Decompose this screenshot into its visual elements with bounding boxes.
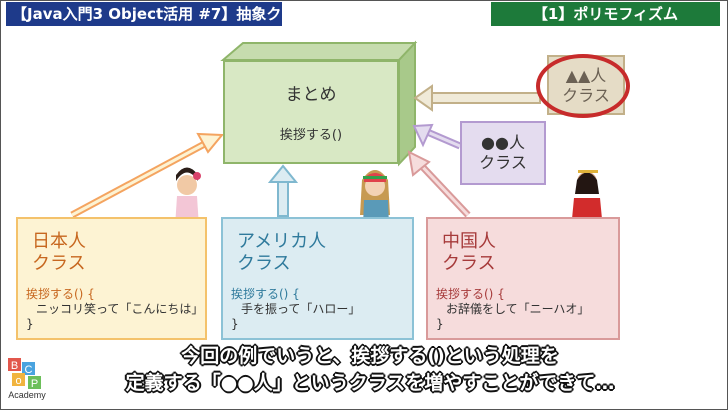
japan-code-line2: ニッコリ笑って「こんにちは」: [36, 302, 204, 316]
dots-class-line2: クラス: [479, 153, 527, 172]
china-class-box: 中国人 クラス 挨拶する() { お辞儀をして「ニーハオ」 }: [426, 217, 620, 340]
logo-icon: B C o P: [8, 358, 41, 390]
arrow-triangle-head: [413, 84, 433, 112]
section-title: 【1】ポリモフィズム: [491, 2, 720, 26]
svg-text:P: P: [31, 378, 38, 390]
arrow-china-inner: [416, 160, 470, 217]
subtitle-line1: 今回の例でいうと、挨拶する()という処理を: [181, 345, 559, 367]
arrow-dots-head: [412, 123, 434, 148]
arrow-japan-inner: [71, 138, 213, 217]
china-class-name-line1: 中国人: [442, 231, 496, 252]
summary-class-box: まとめ 挨拶する(): [223, 60, 399, 164]
america-code-line2: 手を振って「ハロー」: [241, 302, 361, 316]
arrow-dots-inner: [424, 129, 461, 148]
svg-text:C: C: [25, 364, 33, 376]
arrow-china-head: [407, 150, 431, 177]
summary-class-title: まとめ: [285, 85, 337, 105]
summary-class-method: 挨拶する(): [279, 128, 343, 143]
america-code-line1: 挨拶する() {: [231, 287, 300, 301]
subtitle-line2: 定義する「●●人」というクラスを増やすことができて…: [125, 372, 615, 394]
academy-logo: B C o P Academy: [4, 356, 50, 406]
japan-code-line3: }: [26, 317, 34, 331]
dots-class-line1: ●●人: [481, 133, 525, 152]
america-class-code: 挨拶する() { 手を振って「ハロー」 }: [231, 287, 360, 332]
japan-class-name-line1: 日本人: [32, 231, 86, 252]
japan-class-name-line2: クラス: [32, 253, 86, 274]
matome-box-side: [398, 40, 416, 167]
america-class-box: アメリカ人 クラス 挨拶する() { 手を振って「ハロー」 }: [221, 217, 414, 340]
america-class-name: アメリカ人 クラス: [237, 231, 326, 275]
china-class-name: 中国人 クラス: [442, 231, 496, 275]
arrow-america-shaft: [277, 179, 289, 217]
america-class-name-line2: クラス: [237, 253, 291, 274]
lecture-title: 【Java入門3 Object活用 #7】抽象クラス: [6, 2, 282, 47]
svg-text:o: o: [15, 375, 21, 387]
arrow-america-head: [267, 164, 299, 183]
arrow-japan-head: [196, 132, 225, 154]
dots-class-box: ●●人 クラス: [460, 121, 546, 185]
matome-box-top: [220, 42, 418, 61]
highlight-circle: [536, 54, 630, 118]
svg-text:B: B: [11, 360, 18, 372]
china-class-name-line2: クラス: [442, 253, 496, 274]
china-class-code: 挨拶する() { お辞儀をして「ニーハオ」 }: [436, 287, 589, 332]
japan-class-code: 挨拶する() { ニッコリ笑って「こんにちは」 }: [26, 287, 203, 332]
china-code-line1: 挨拶する() {: [436, 287, 505, 301]
japan-class-name: 日本人 クラス: [32, 231, 86, 275]
china-code-line3: }: [436, 317, 444, 331]
america-class-name-line1: アメリカ人: [237, 231, 327, 252]
arrow-triangle-shaft: [429, 92, 541, 104]
japan-code-line1: 挨拶する() {: [26, 287, 95, 301]
america-code-line3: }: [231, 317, 239, 331]
japan-class-box: 日本人 クラス 挨拶する() { ニッコリ笑って「こんにちは」 }: [16, 217, 207, 340]
logo-text: Academy: [8, 390, 46, 400]
china-code-line2: お辞儀をして「ニーハオ」: [446, 302, 590, 316]
